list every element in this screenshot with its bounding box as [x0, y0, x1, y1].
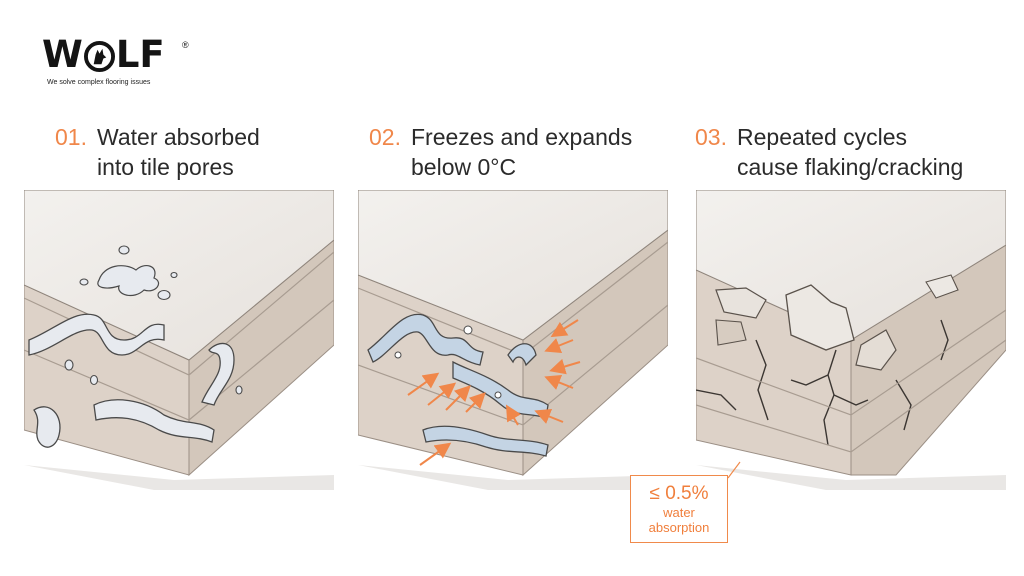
crack — [755, 339, 769, 421]
ice-channel — [422, 425, 549, 457]
panel-water-absorbed — [24, 190, 334, 490]
step-text-line-1: Freezes and expands — [411, 124, 633, 150]
broken-chunk — [785, 284, 855, 351]
step-number: 03. — [695, 124, 727, 150]
layer-line — [24, 299, 334, 421]
water-channel — [201, 342, 235, 406]
step-text-line-1: Repeated cycles — [737, 124, 908, 150]
panel-freeze-expand — [358, 190, 668, 490]
tile-top — [24, 190, 334, 361]
tile-freeze-illustration — [358, 190, 668, 490]
step-1-heading: 01. Water absorbed into tile pores — [55, 122, 375, 182]
water-droplet — [89, 374, 99, 386]
crack — [895, 379, 912, 431]
step-2-heading: 02. Freezes and expands below 0°C — [369, 122, 689, 182]
logo-letters-lf: LF — [115, 33, 165, 76]
expansion-arrow — [534, 409, 564, 424]
crack — [696, 389, 737, 411]
expansion-arrow — [445, 385, 471, 411]
step-text-line-2: below 0°C — [411, 154, 517, 180]
tile-shadow — [24, 465, 334, 490]
wolf-logo: W LF ® We solve complex flooring issues — [42, 34, 202, 92]
logo-wordmark: W LF — [42, 34, 165, 76]
wolf-head-icon — [83, 40, 115, 72]
broken-chunk — [855, 329, 897, 371]
ice-channel — [507, 343, 537, 367]
tile-water-illustration — [24, 190, 334, 490]
broken-chunk — [715, 287, 767, 319]
expansion-arrows — [407, 319, 581, 466]
crack — [940, 319, 949, 361]
water-droplet — [79, 278, 89, 286]
water-droplet — [157, 289, 171, 301]
water-droplet — [118, 245, 130, 255]
expansion-arrow — [544, 375, 574, 390]
absorption-value: ≤ 0.5% — [649, 483, 709, 504]
step-text-line-2: cause flaking/cracking — [737, 154, 964, 180]
tile-top — [358, 190, 668, 341]
expansion-arrow — [419, 442, 452, 466]
step-text-line-2: into tile pores — [97, 154, 234, 180]
expansion-arrow — [505, 404, 521, 426]
expansion-arrow — [550, 319, 579, 338]
water-droplet — [235, 385, 243, 395]
broken-chunk — [925, 274, 959, 299]
ice-channel — [367, 313, 484, 366]
layer-line — [696, 309, 1006, 416]
step-3-heading: 03. Repeated cycles cause flaking/cracki… — [695, 122, 1015, 182]
absorption-label-line-1: water — [663, 505, 695, 520]
absorption-label-line-2: absorption — [648, 520, 710, 535]
logo-letter-w: W — [42, 33, 83, 76]
step-number: 01. — [55, 124, 87, 150]
water-channel — [33, 406, 61, 448]
water-puddle — [97, 264, 159, 297]
water-droplet — [64, 359, 74, 371]
tile-crack-illustration — [696, 190, 1006, 490]
tile-shadow — [696, 465, 1006, 490]
step-text-line-1: Water absorbed — [97, 124, 260, 150]
ice-crystal — [494, 391, 502, 399]
expansion-arrow — [427, 382, 457, 406]
cracks — [696, 319, 949, 446]
tile-shadow — [358, 465, 668, 490]
expansion-arrow — [465, 392, 486, 413]
step-number: 02. — [369, 124, 401, 150]
crack — [790, 374, 829, 386]
water-absorption-badge: ≤ 0.5% water absorption — [630, 475, 728, 543]
water-channel — [28, 313, 165, 356]
water-droplet — [170, 271, 178, 279]
water-channel — [93, 399, 215, 443]
crack — [833, 394, 869, 406]
logo-tagline: We solve complex flooring issues — [47, 79, 151, 86]
layer-line — [696, 339, 1006, 453]
expansion-arrow — [544, 338, 574, 353]
tile-top — [696, 190, 1006, 341]
panel-flaking-cracking — [696, 190, 1006, 490]
ice-crystal — [463, 325, 473, 335]
expansion-arrow — [549, 358, 581, 375]
layer-line — [358, 304, 668, 426]
ice-crystal — [394, 351, 402, 359]
registered-mark: ® — [182, 40, 189, 50]
broken-chunk — [715, 319, 747, 346]
expansion-arrow — [407, 372, 440, 396]
